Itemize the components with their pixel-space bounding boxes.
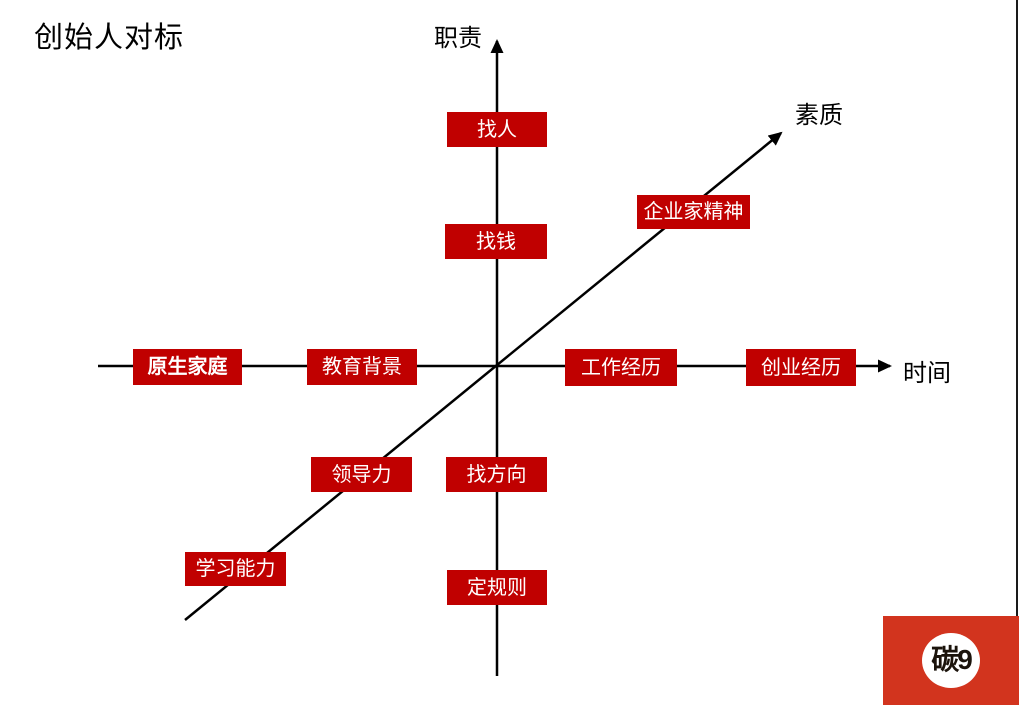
diagonal-axis-label: 素质 — [795, 102, 843, 129]
node-find-money: 找钱 — [445, 224, 547, 259]
x-axis-label: 时间 — [903, 360, 951, 387]
node-find-direction: 找方向 — [446, 457, 547, 492]
logo-circle: 碳9 — [922, 633, 980, 688]
node-find-people: 找人 — [447, 112, 547, 147]
node-set-rules: 定规则 — [447, 570, 547, 605]
page-title: 创始人对标 — [34, 22, 185, 54]
node-work-experience: 工作经历 — [565, 349, 677, 386]
node-family-origin: 原生家庭 — [133, 349, 242, 385]
node-leadership: 领导力 — [311, 457, 412, 492]
node-learning-ability: 学习能力 — [185, 552, 286, 586]
carbon9-logo: 碳9 — [883, 616, 1019, 705]
right-edge-divider — [1016, 0, 1018, 705]
node-entrepreneur-spirit: 企业家精神 — [637, 195, 750, 229]
node-education-background: 教育背景 — [307, 349, 417, 385]
node-startup-experience: 创业经历 — [746, 349, 856, 386]
y-axis-label: 职责 — [434, 25, 482, 52]
logo-text: 碳9 — [931, 643, 973, 675]
